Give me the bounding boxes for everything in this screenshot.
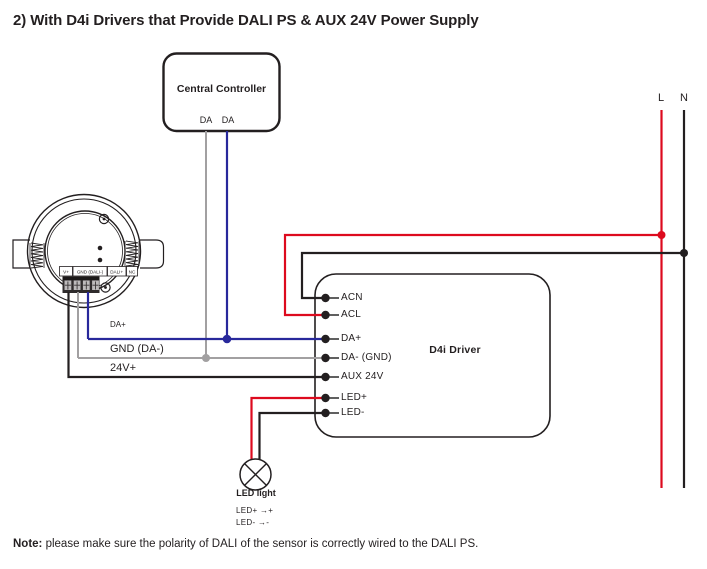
terminal-label-aux24v: AUX 24V [341, 371, 384, 382]
sensor-terminal-label-nc: NC [129, 269, 136, 274]
neutral-wire [67, 110, 686, 488]
sensor-pinhole-bottom [97, 257, 103, 263]
note-prefix: Note: [13, 538, 43, 550]
led-lamp-icon [239, 458, 272, 491]
sensor-terminal-block [62, 276, 100, 293]
central-controller-label: Central Controller [176, 83, 267, 95]
terminal-label-da-minus: DA- (GND) [341, 352, 392, 363]
gnd-wire [77, 131, 322, 359]
sensor-right-tab [140, 239, 165, 269]
controller-port-da-right: DA [221, 115, 235, 125]
mains-neutral-label: N [680, 92, 688, 104]
note-body: please make sure the polarity of DALI of… [42, 538, 479, 550]
footer-note: Note: please make sure the polarity of D… [13, 538, 478, 550]
sensor-spring-left [29, 242, 45, 269]
sensor-left-tab [12, 239, 30, 269]
terminal-label-acl: ACL [341, 309, 362, 320]
live-wire [250, 110, 663, 488]
sensor-terminal-label-gnd: GND (DALI-) [77, 269, 104, 274]
sensor-symbol: V+ GND (DALI-) DALI+ NC [12, 193, 165, 309]
sensor-terminal-label-dali: DALI+ [110, 269, 123, 274]
led-polarity-minus: LED- →- [236, 518, 270, 527]
mains-live-label: L [657, 92, 665, 104]
central-controller-box [162, 52, 281, 133]
terminal-label-led-minus: LED- [341, 407, 365, 418]
controller-port-da-left: DA [199, 115, 213, 125]
d4i-driver-box [314, 273, 551, 438]
sensor-mid-ring [31, 198, 137, 304]
dali-junction-dot [222, 334, 232, 344]
d4i-driver-label: D4i Driver [429, 344, 481, 356]
gnd-junction-dot [202, 354, 210, 362]
dali-plus-wire [86, 131, 322, 341]
live-junction-dot [657, 231, 666, 239]
diagram-title: 2) With D4i Drivers that Provide DALI PS… [13, 12, 479, 29]
led-light-label: LED light [236, 488, 276, 498]
terminal-label-acn: ACN [341, 292, 363, 303]
sensor-pinhole-top [97, 245, 103, 251]
neutral-junction-dot [680, 249, 688, 257]
wire-label-gnd: GND (DA-) [110, 343, 164, 355]
sensor-spring-right [124, 240, 140, 267]
sensor-screw-top [98, 213, 110, 225]
sensor-screw-bottom [100, 282, 111, 293]
wire-label-24v: 24V+ [110, 362, 136, 374]
terminal-label-led-plus: LED+ [341, 392, 368, 403]
wire-label-da-plus: DA+ [110, 320, 126, 329]
sensor-terminal-label-vplus: V+ [63, 269, 69, 274]
led-polarity-plus: LED+ →+ [236, 506, 274, 515]
terminal-label-da-plus: DA+ [341, 333, 362, 344]
sensor-terminal-strip [59, 266, 138, 277]
sensor-outer-ring [26, 193, 142, 309]
driver-terminal-dots [321, 293, 339, 418]
